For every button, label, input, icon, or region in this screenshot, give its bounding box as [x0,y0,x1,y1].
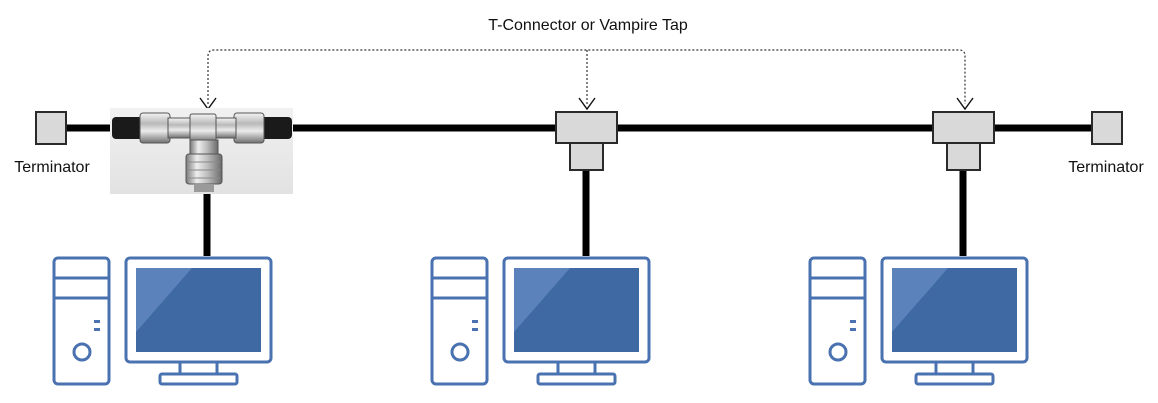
top-label: T-Connector or Vampire Tap [488,17,688,34]
terminator-right-icon [1091,111,1123,145]
arrowhead-icon [578,97,596,111]
monitor-icon [124,256,273,386]
monitor-icon [880,256,1029,386]
t-connector-icon [555,111,618,171]
monitor-icon [502,256,651,386]
arrowhead-icon [956,97,974,111]
bnc-t-connector-photo-icon [110,108,293,194]
computer-3 [808,256,1029,386]
computer-2 [430,256,651,386]
terminator-left-label: Terminator [14,159,90,176]
terminator-left-icon [35,111,67,145]
computer-tower-icon [808,256,867,386]
computer-tower-icon [52,256,111,386]
terminator-right-label: Terminator [1068,159,1144,176]
t-connector-icon [932,111,995,171]
computer-1 [52,256,273,386]
computer-tower-icon [430,256,489,386]
